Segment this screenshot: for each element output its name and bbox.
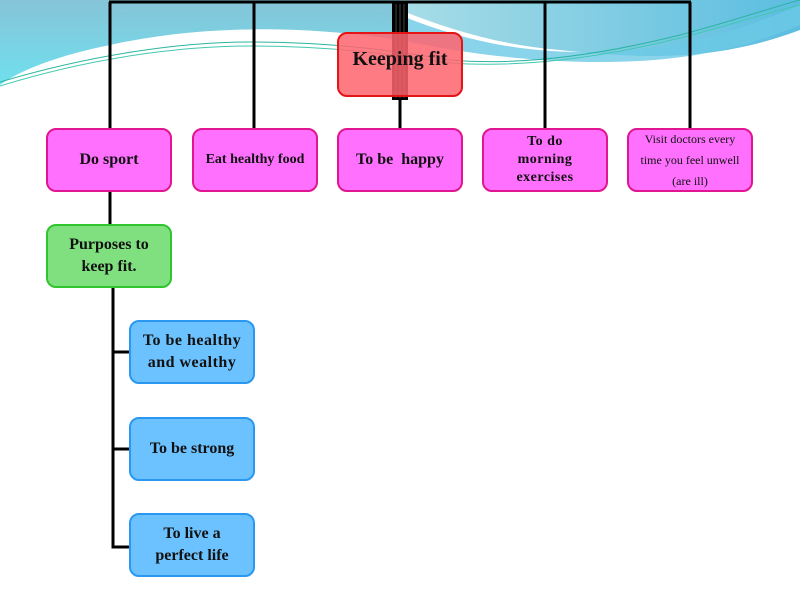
branch-label: Visit doctors every time you feel unwell… <box>640 131 740 188</box>
root-node-label: Keeping fit <box>352 48 448 70</box>
leaf-label: To be strong <box>149 440 235 458</box>
connector-purposes <box>111 280 130 549</box>
branch-node-eat-healthy-food[interactable]: Eat healthy food <box>192 128 318 192</box>
branch-node-to-be-happy[interactable]: To be happy <box>337 128 463 192</box>
branch-node-visit-doctors[interactable]: Visit doctors every time you feel unwell… <box>627 128 753 192</box>
branch-label: To be happy <box>356 150 444 168</box>
branch-node-do-sport[interactable]: Do sport <box>46 128 172 192</box>
branch-label: Eat healthy food <box>205 151 305 167</box>
wave-band-left <box>0 0 400 85</box>
leaf-label: To live a perfect life <box>155 525 229 564</box>
leaf-node-perfect-life[interactable]: To live a perfect life <box>129 513 255 577</box>
leaf-label: To be healthy and wealthy <box>142 332 242 371</box>
sub-node-purposes[interactable]: Purposes to keep fit. <box>46 224 172 288</box>
branch-label: Do sport <box>79 150 139 168</box>
branch-label: To do morning exercises <box>516 133 574 186</box>
root-node-keeping-fit[interactable]: Keeping fit <box>337 32 463 97</box>
leaf-node-strong[interactable]: To be strong <box>129 417 255 481</box>
branch-node-morning-exercises[interactable]: To do morning exercises <box>482 128 608 192</box>
sub-node-label: Purposes to keep fit. <box>69 236 149 275</box>
leaf-node-healthy-wealthy[interactable]: To be healthy and wealthy <box>129 320 255 384</box>
wave-band-mid <box>400 5 800 62</box>
